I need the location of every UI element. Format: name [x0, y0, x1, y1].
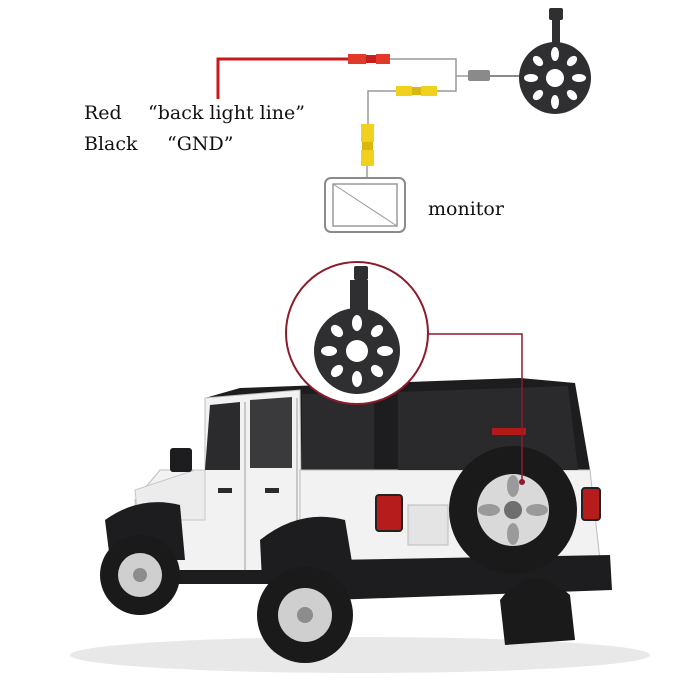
camera-callout	[285, 261, 429, 405]
camera-icon-small	[519, 8, 591, 114]
black-wire-description: “GND”	[167, 133, 234, 155]
video-wire-down	[367, 90, 396, 124]
wiring-diagram	[216, 8, 591, 233]
red-connector	[348, 54, 390, 64]
red-wire-description: “back light line”	[148, 102, 305, 124]
rear-wheel	[257, 567, 353, 663]
front-wheel	[100, 535, 180, 615]
rear-wheel-far	[500, 578, 575, 645]
spare-tire	[449, 446, 577, 574]
red-wire-label: Red	[84, 102, 122, 124]
monitor-connector	[361, 124, 374, 166]
red-wire-extension	[388, 58, 457, 76]
callout-line	[426, 333, 523, 482]
grey-connector	[468, 70, 490, 81]
monitor-icon	[324, 177, 406, 233]
vehicle-illustration	[70, 261, 650, 673]
video-wire	[437, 76, 457, 92]
yellow-connector	[396, 86, 437, 96]
monitor-label: monitor	[428, 198, 504, 220]
black-wire-label: Black	[84, 133, 138, 155]
red-wire	[216, 57, 350, 99]
